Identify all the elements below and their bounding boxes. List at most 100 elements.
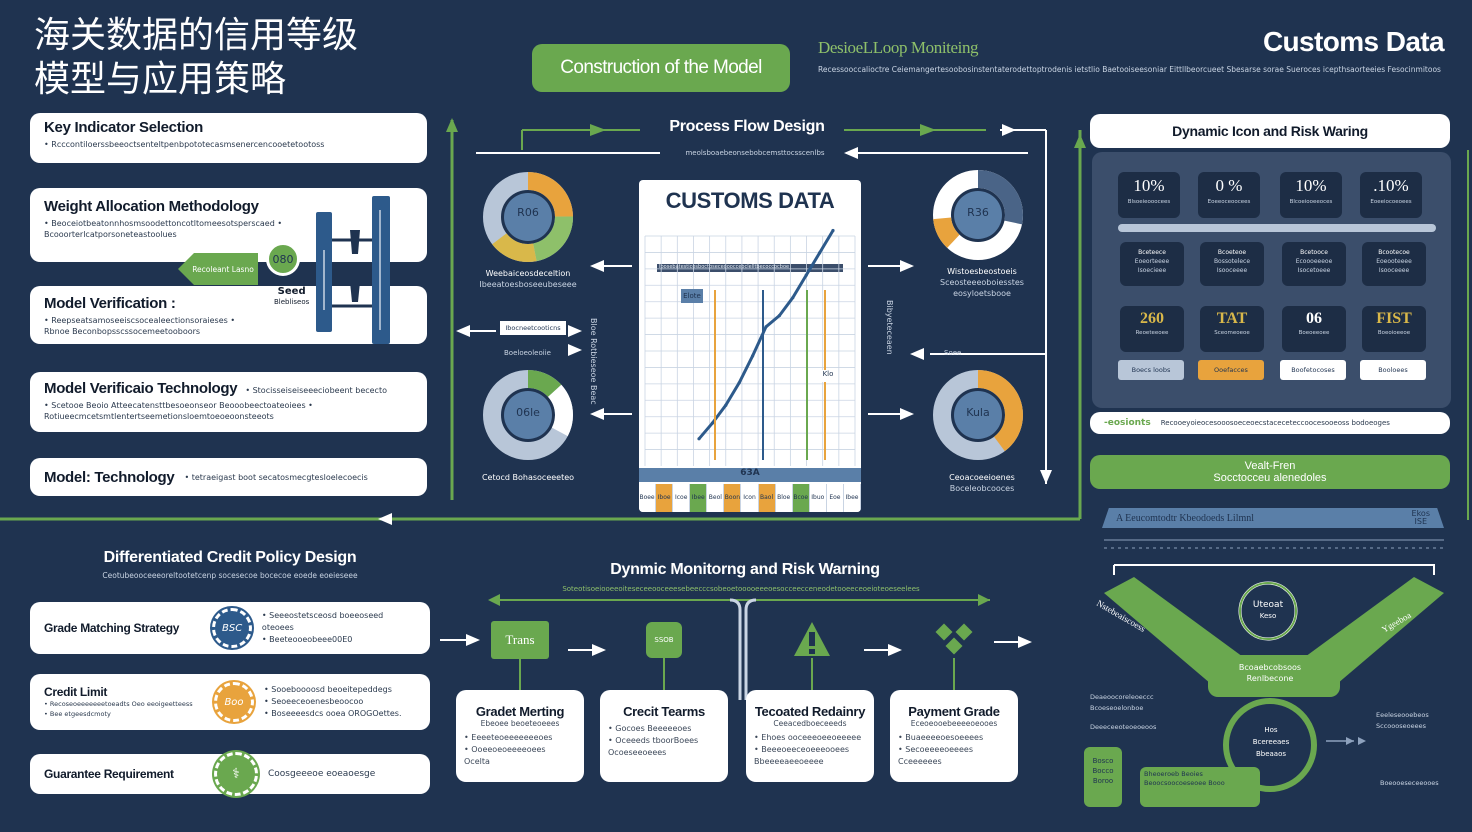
chart-axis-label: Ibee bbox=[843, 484, 861, 512]
model-verification-tech-side: • Stocisseiseiseeeciobeent bececto bbox=[245, 386, 387, 395]
risk-strip-text: Recooeyoieocesooosoeceoecstaceceteccooce… bbox=[1160, 419, 1390, 427]
model-verification-tech-card[interactable]: Model Verificaio Technology • Stocisseis… bbox=[30, 372, 427, 432]
credit-limit-text: • Sooeboooosd beoeitepeddegs • Seoeeceoe… bbox=[264, 685, 402, 718]
status-button[interactable]: Boecs loobs bbox=[1118, 360, 1184, 380]
chart-point bbox=[818, 251, 822, 255]
credit-limit-card[interactable]: Credit Limit • Recoseoeeeeeeetoeadts Oeo… bbox=[30, 674, 430, 730]
monitoring-card-list: • Ehoes ooceeeoeeoeeeee• Beeeoeeceoeeeoo… bbox=[754, 732, 866, 768]
loop-monitoring-title: DesioeLLoop Moniteing bbox=[818, 38, 979, 57]
metric-sub2: Isooceeee bbox=[1216, 267, 1248, 274]
model-technology-card[interactable]: Model: Technology • tetraeigast boot sec… bbox=[30, 458, 427, 496]
list-item: • Ehoes ooceeeoeeoeeeee bbox=[754, 733, 862, 742]
chart-point bbox=[831, 228, 835, 233]
donut-left-top-label: Weebaiceosdeceltion Ibeeatoesboseeubesee… bbox=[479, 269, 577, 289]
metric-sub: Bossotelece bbox=[1213, 258, 1251, 265]
model-verification-tech-title: Model Verificaio Technology bbox=[44, 380, 238, 397]
mid-left-box: Ibocneetcooticns bbox=[500, 321, 566, 335]
monitoring-card-title: Gradet Merting bbox=[475, 704, 565, 719]
chart-axis-label: Iboe bbox=[656, 484, 674, 512]
list-item: • Gocoes Beeeeeoes bbox=[608, 724, 692, 733]
status-button-label: Boofetocoses bbox=[1291, 366, 1335, 374]
vealt-fren-banner: Vealt-Fren Socctocceu alenedoles bbox=[1090, 455, 1450, 489]
weight-allocation-sub: • Beoceiotbeatonnhosmsoodettoncotltomees… bbox=[44, 219, 283, 239]
chart-axis-label: Baol bbox=[758, 484, 776, 512]
status-button[interactable]: Ooefacces bbox=[1198, 360, 1264, 380]
limit-badge: Boo bbox=[214, 682, 254, 722]
list-item: Ocelta bbox=[464, 757, 490, 766]
status-label: Boeoeeoee bbox=[1298, 330, 1330, 336]
kpi-card[interactable]: .10%Eoeeiocoeoees bbox=[1360, 172, 1422, 218]
funnel-bottom-box-2: Bheoeroeb Beoies Beoocsoocoeseoee Booo bbox=[1144, 770, 1225, 787]
monitoring-card-sub: Ebeoee beoeteoeees bbox=[480, 719, 560, 728]
weight-allocation-title: Weight Allocation Methodology bbox=[44, 198, 259, 215]
monitoring-sub: Soteotisoeiooeeoiteseceeooceeesebeecccso… bbox=[562, 585, 920, 593]
donut-right-bottom bbox=[933, 370, 1023, 460]
metric-label: Bcoeteoe bbox=[1217, 249, 1247, 256]
monitoring-card[interactable]: Crecit Tearms• Gocoes Beeeeeoes• Oceeeds… bbox=[600, 690, 728, 782]
metric-label: Bcootecoe bbox=[1378, 249, 1410, 256]
key-indicator-card[interactable]: Key Indicator Selection • Rcccontiloerss… bbox=[30, 113, 427, 163]
grade-matching-card[interactable]: Grade Matching Strategy BSC • Seeeostets… bbox=[30, 602, 430, 654]
weight-allocation-card[interactable]: Weight Allocation Methodology • Beoceiot… bbox=[30, 188, 427, 262]
vealt-fren-sub: Socctocceu alenedoles bbox=[1213, 472, 1327, 484]
donut-left-bottom bbox=[483, 370, 573, 460]
status-label: Reoeteeoee bbox=[1135, 330, 1169, 336]
chart-point bbox=[697, 437, 701, 441]
status-button[interactable]: Boofetocoses bbox=[1280, 360, 1346, 380]
list-item: Cceeeeees bbox=[898, 757, 942, 766]
policy-sub: Ceotubeooceeeoreltootetcenp socesecoe bo… bbox=[102, 571, 358, 580]
construction-of-model-button[interactable]: Construction of the Model bbox=[532, 44, 790, 92]
funnel-top-circle: Uteoat Keso bbox=[1252, 600, 1284, 620]
status-value: 260 bbox=[1140, 310, 1164, 327]
limit-bar-value: Ekos ISE bbox=[1411, 509, 1430, 526]
kpi-divider bbox=[1118, 224, 1436, 232]
model-verification-card[interactable]: Model Verification : • Reepseatsamoseeis… bbox=[30, 286, 427, 344]
metric-sub: Eoeorteeee bbox=[1134, 258, 1170, 265]
donut-left-bottom-label: Cetocd Bohasoceeeteo bbox=[481, 473, 575, 482]
kpi-card[interactable]: 10% Blsoeieooocees bbox=[1118, 172, 1180, 218]
funnel-right-text: Eeeleseooebeos Sccoooseoeees bbox=[1376, 711, 1429, 730]
status-button[interactable]: Booloees bbox=[1360, 360, 1426, 380]
chart-axis-label: Ibee bbox=[690, 484, 708, 512]
list-item: • Oceeeds tboorBoees bbox=[608, 736, 699, 745]
kpi-card[interactable]: 0 %Eoeeoceoocees bbox=[1198, 172, 1260, 218]
monitoring-connectors bbox=[519, 658, 955, 690]
chart-tag-2: Klo bbox=[821, 370, 835, 382]
policy-title: Differentiated Credit Policy Design bbox=[103, 549, 357, 566]
seed-label: Seed Blebliseos bbox=[274, 286, 310, 307]
monitoring-card-title: Tecoated Redainry bbox=[754, 704, 866, 719]
kpi-value: 10% bbox=[1133, 176, 1165, 195]
funnel-left-text: Deaeoocoreleoeccc Bcoeseoelonboe Deeecee… bbox=[1090, 693, 1157, 731]
kpi-label: Blsoeieooocees bbox=[1127, 199, 1171, 205]
chart-axis-label: Boon bbox=[724, 484, 742, 512]
donut-right-bottom-label: Ceoacoeeioenes Boceleobcooces bbox=[949, 473, 1015, 493]
model-technology-side: • tetraeigast boot secatosmecgtesloeleco… bbox=[184, 472, 368, 482]
kpi-value: 10% bbox=[1295, 176, 1327, 195]
credit-limit-title: Credit Limit bbox=[44, 685, 108, 699]
guarantee-card[interactable]: Guarantee Requirement ⚕ Coosgeeeoe eoeao… bbox=[30, 752, 430, 796]
kpi-label: Blcoeiooeeoces bbox=[1289, 199, 1333, 205]
vertical-text-left: Bloe Rotbieseoe Beac bbox=[589, 318, 598, 405]
model-verification-tech-sub: • Scetooe Beoio Atteecatensttbesoeonseor… bbox=[44, 401, 313, 421]
funnel-middle: Bcoaebcobsoos Renlbecone bbox=[1238, 663, 1302, 683]
guarantee-title: Guarantee Requirement bbox=[44, 767, 174, 781]
kpi-card[interactable]: 10% Blcoeiooeeoces bbox=[1280, 172, 1342, 218]
guarantee-badge: ⚕ bbox=[214, 752, 258, 796]
monitoring-title: Dynmic Monitorng and Risk Warning bbox=[610, 561, 880, 578]
monitoring-card-sub: Ceeacedboeceeeds bbox=[773, 719, 847, 728]
metric-sub2: Isoecieee bbox=[1137, 267, 1167, 274]
